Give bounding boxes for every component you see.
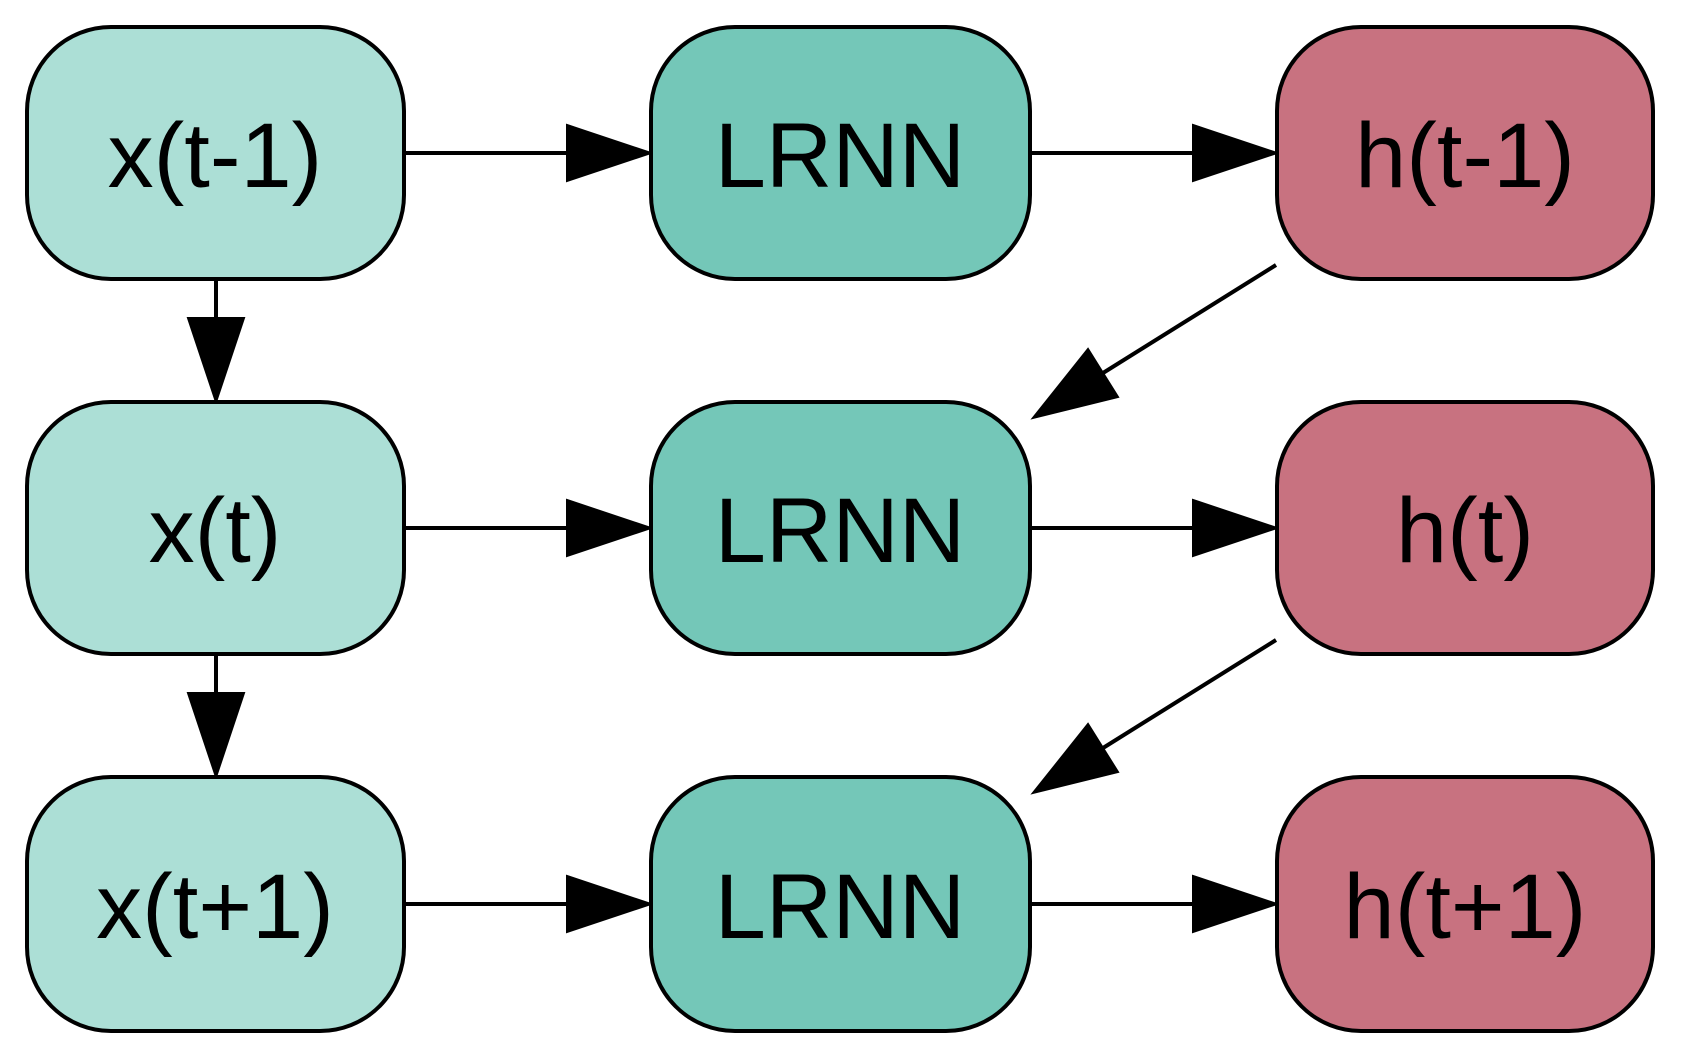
node-x-t-label: x(t) xyxy=(149,480,282,582)
node-h-t-label: h(t) xyxy=(1396,480,1534,582)
edge-x-t-plus-1-to-lrnn-t-plus-1 xyxy=(404,874,655,934)
edge-h-t-to-lrnn-t-plus-1 xyxy=(1030,638,1278,795)
node-lrnn-t: LRNN xyxy=(649,400,1032,656)
edges xyxy=(186,123,1281,934)
node-h-t-minus-1-box xyxy=(1275,25,1655,281)
node-x-t: x(t) xyxy=(25,400,406,656)
node-x-t-box xyxy=(25,400,406,656)
edge-x-t-minus-1-to-x-t xyxy=(186,279,246,406)
node-h-t-plus-1-label: h(t+1) xyxy=(1344,856,1587,958)
node-lrnn-t-plus-1-box xyxy=(649,775,1032,1033)
edge-lrnn-t-minus-1-to-h-t-minus-1 xyxy=(1030,123,1281,183)
node-lrnn-t-minus-1-box xyxy=(649,25,1032,281)
node-x-t-minus-1-box xyxy=(25,25,406,281)
node-h-t-minus-1-label: h(t-1) xyxy=(1355,105,1575,207)
node-lrnn-t-label: LRNN xyxy=(715,480,965,582)
edge-lrnn-t-plus-1-to-h-t-plus-1 xyxy=(1030,874,1281,934)
node-x-t-plus-1: x(t+1) xyxy=(25,775,406,1033)
node-lrnn-t-plus-1: LRNN xyxy=(649,775,1032,1033)
nodes: x(t-1) LRNN h(t-1) x(t) LRNN h(t) x(t+1) xyxy=(25,25,1655,1033)
node-lrnn-t-minus-1-label: LRNN xyxy=(715,105,965,207)
node-h-t-plus-1-box xyxy=(1275,775,1655,1033)
edge-h-t-minus-1-to-lrnn-t xyxy=(1030,263,1278,420)
edge-x-t-minus-1-to-lrnn-t-minus-1 xyxy=(404,123,655,183)
edge-x-t-to-lrnn-t xyxy=(404,498,655,558)
node-lrnn-t-minus-1: LRNN xyxy=(649,25,1032,281)
node-x-t-plus-1-label: x(t+1) xyxy=(96,856,334,958)
node-lrnn-t-plus-1-label: LRNN xyxy=(715,856,965,958)
node-h-t: h(t) xyxy=(1275,400,1655,656)
node-h-t-plus-1: h(t+1) xyxy=(1275,775,1655,1033)
node-x-t-minus-1-label: x(t-1) xyxy=(108,105,323,207)
node-x-t-minus-1: x(t-1) xyxy=(25,25,406,281)
node-lrnn-t-box xyxy=(649,400,1032,656)
node-h-t-minus-1: h(t-1) xyxy=(1275,25,1655,281)
node-x-t-plus-1-box xyxy=(25,775,406,1033)
node-h-t-box xyxy=(1275,400,1655,656)
edge-lrnn-t-to-h-t xyxy=(1030,498,1281,558)
edge-x-t-to-x-t-plus-1 xyxy=(186,654,246,781)
